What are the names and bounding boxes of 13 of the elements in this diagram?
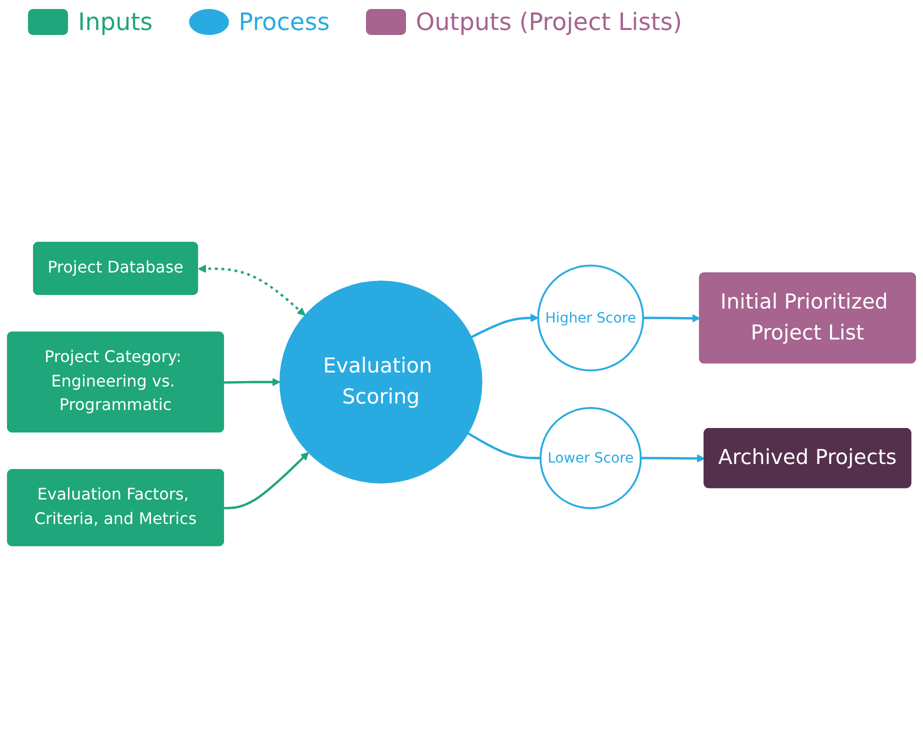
arrow [198, 264, 306, 316]
arrow [224, 378, 280, 386]
connector [467, 432, 541, 460]
node-circle: Lower Score [540, 407, 642, 510]
legend-label: Inputs [78, 8, 153, 36]
arrow [640, 454, 705, 463]
legend-label: Process [238, 8, 330, 36]
node-circle: Evaluation Scoring [279, 280, 482, 484]
legend-label: Outputs (Project Lists) [416, 8, 682, 36]
arrow [470, 314, 539, 338]
arrow [643, 314, 700, 322]
node-circle: Higher Score [537, 264, 644, 372]
arrow [224, 452, 309, 510]
